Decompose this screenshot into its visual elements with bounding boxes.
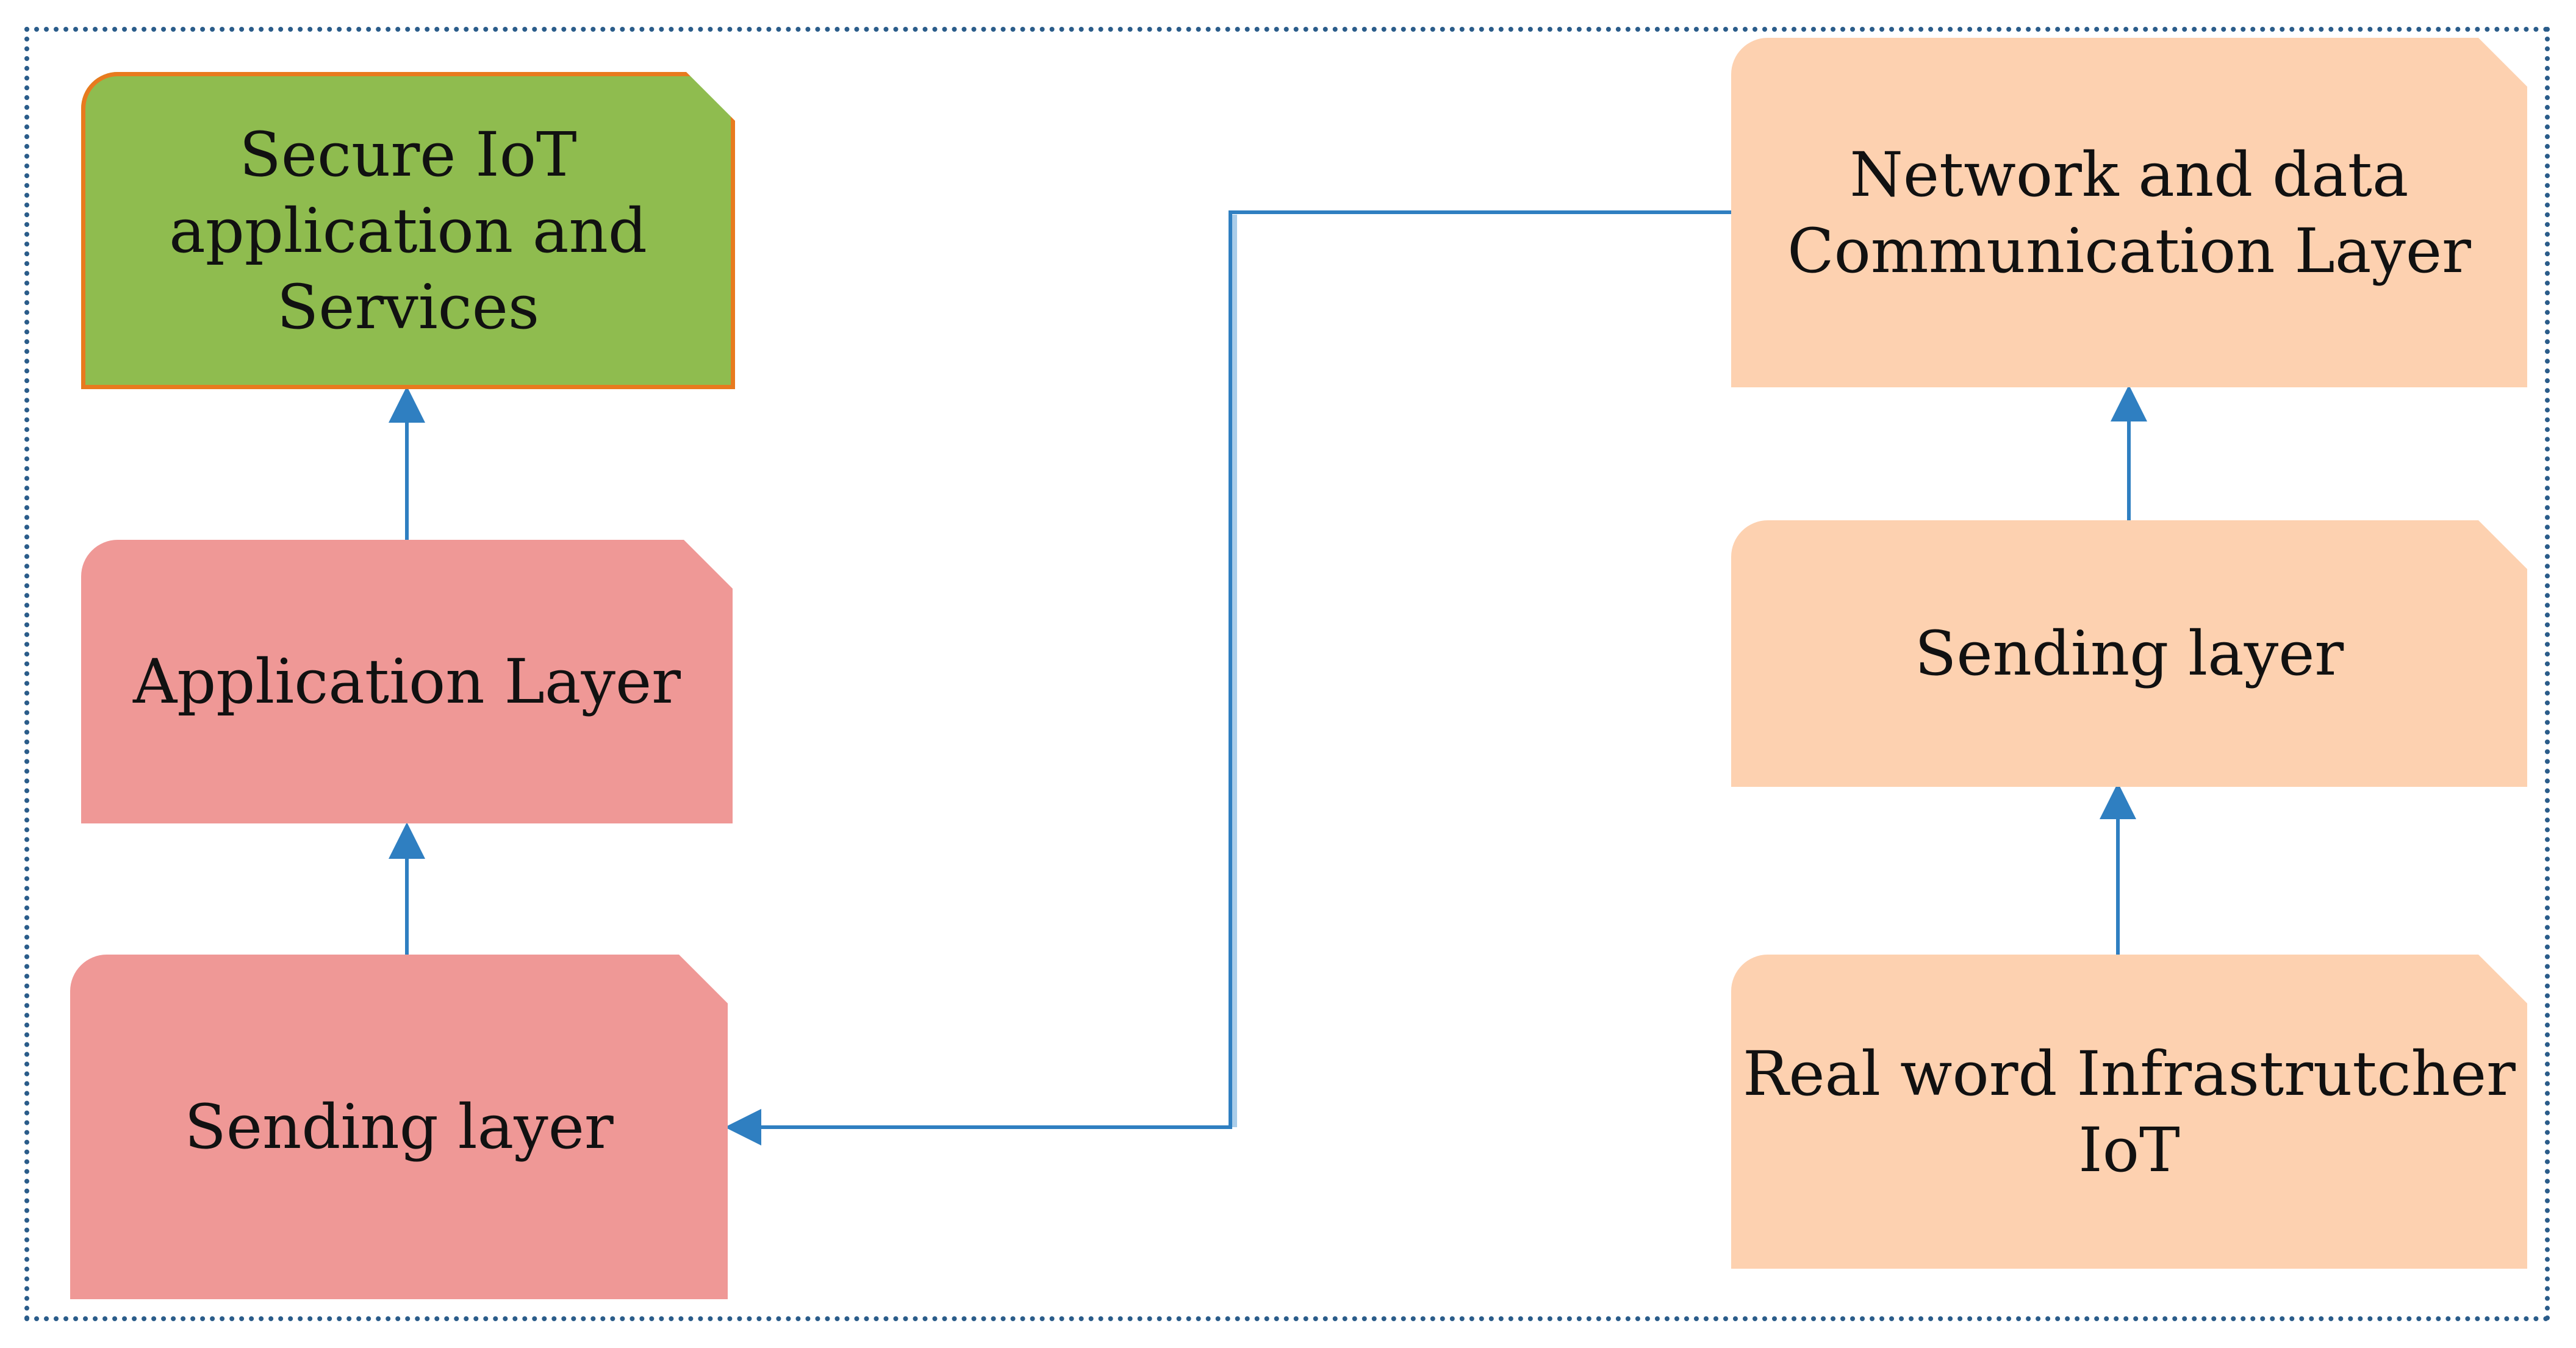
secure-iot-services-label: Secure IoT application and Services bbox=[169, 118, 647, 343]
application-layer-label: Application Layer bbox=[133, 646, 681, 717]
right-sending-layer-label: Sending layer bbox=[1914, 618, 2344, 689]
left-sending-layer-box: Sending layer bbox=[70, 955, 728, 1299]
real-world-iot-box: Real word Infrastrutcher IoT bbox=[1731, 955, 2527, 1269]
real-world-iot-label: Real word Infrastrutcher IoT bbox=[1743, 1038, 2516, 1186]
diagram-frame bbox=[24, 27, 2550, 1321]
left-sending-layer-label: Sending layer bbox=[184, 1091, 614, 1163]
network-communication-layer-label: Network and data Communication Layer bbox=[1787, 138, 2471, 287]
secure-iot-services-box: Secure IoT application and Services bbox=[81, 72, 735, 389]
network-communication-layer-box: Network and data Communication Layer bbox=[1731, 38, 2527, 387]
right-sending-layer-box: Sending layer bbox=[1731, 520, 2527, 787]
application-layer-box: Application Layer bbox=[81, 540, 733, 823]
